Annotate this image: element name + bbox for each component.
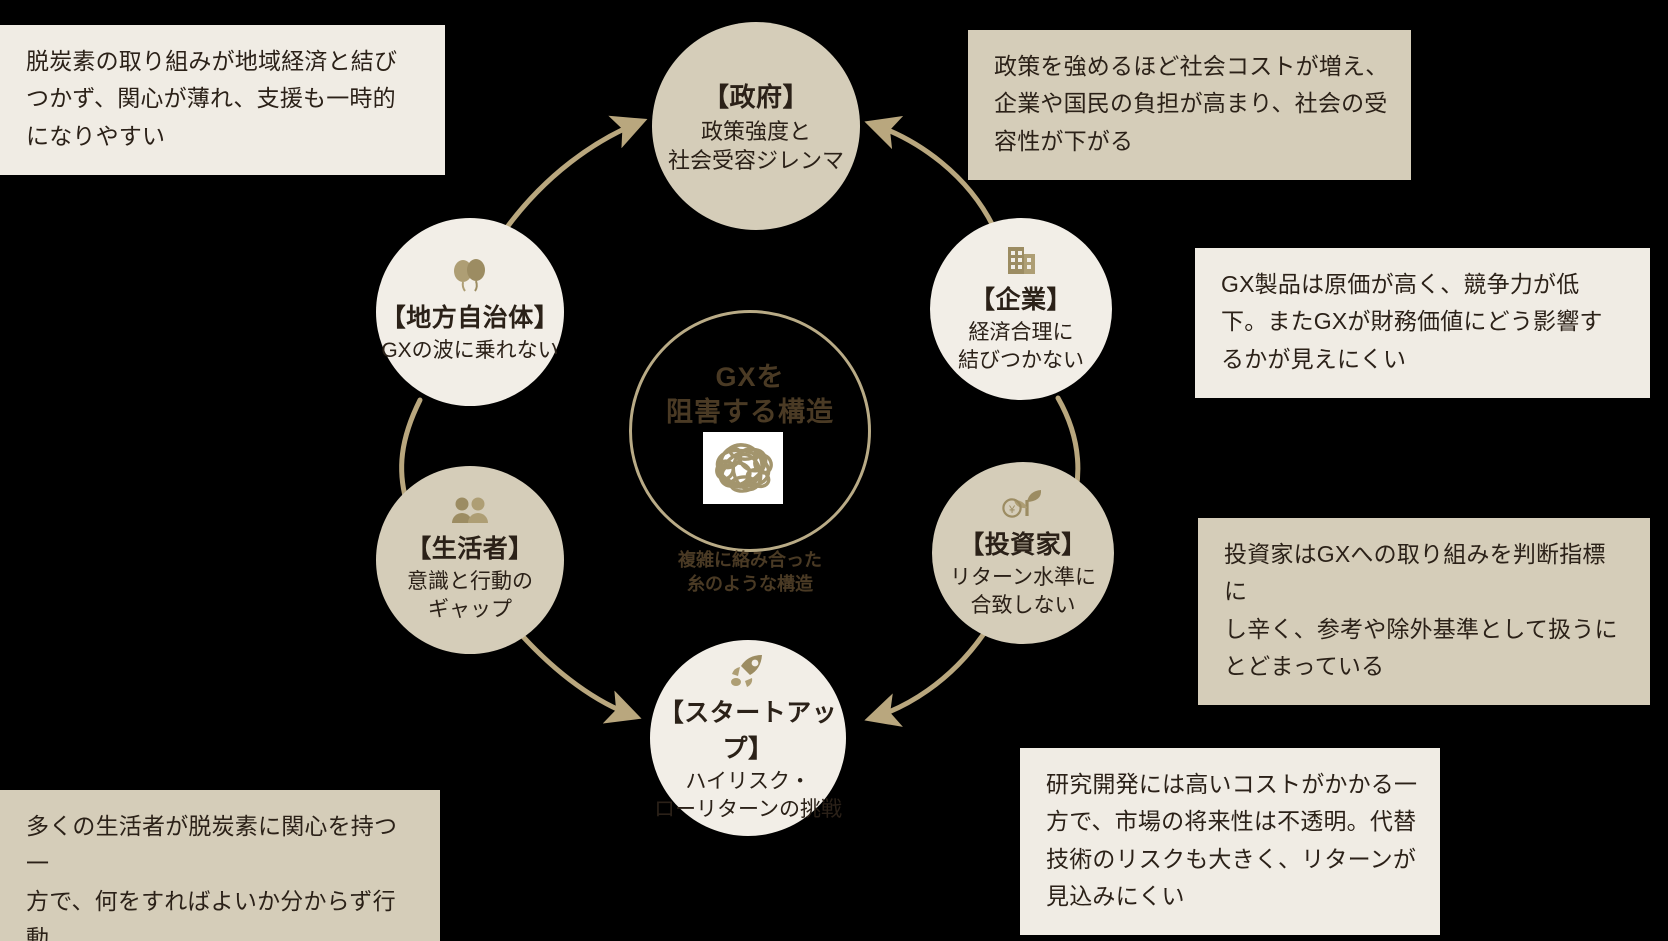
node-local-government[interactable]: 【地方自治体】 GXの波に乗れない: [376, 218, 564, 406]
arrow-local-to-consumer: [399, 397, 423, 503]
center-caption: 複雑に絡み合った 糸のような構造: [678, 550, 822, 595]
node-corporate-subtitle: 経済合理に 結びつかない: [958, 321, 1084, 372]
node-startup-title: 【スタートアップ】: [658, 699, 838, 764]
tangled-thread-ball-icon: [703, 432, 783, 504]
callout-consumer: 多くの生活者が脱炭素に関心を持つ一 方で、何をすればよいか分からず行動 に移しに…: [0, 790, 440, 941]
arrow-investor-to-startup: [864, 629, 988, 727]
node-local-government-subtitle: GXの波に乗れない: [381, 339, 559, 363]
node-government-subtitle: 政策強度と 社会受容ジレンマ: [667, 118, 844, 173]
node-investor[interactable]: ¥ 【投資家】 リターン水準に 合致しない: [932, 462, 1114, 644]
node-corporate-title: 【企業】: [969, 286, 1072, 315]
svg-text:¥: ¥: [1008, 504, 1016, 516]
node-startup-subtitle: ハイリスク・ ローリターンの挑戦: [654, 770, 842, 821]
node-consumer-title: 【生活者】: [406, 535, 534, 564]
node-consumer-subtitle: 意識と行動の ギャップ: [407, 570, 533, 621]
callout-corporate: GX製品は原価が高く、競争力が低 下。またGXが財務価値にどう影響す るかが見え…: [1195, 248, 1650, 398]
callout-government: 政策を強めるほど社会コストが増え、 企業や国民の負担が高まり、社会の受 容性が下…: [968, 30, 1411, 180]
callout-local-government: 脱炭素の取り組みが地域経済と結び つかず、関心が薄れ、支援も一時的 になりやすい: [0, 25, 445, 175]
node-investor-subtitle: リターン水準に 合致しない: [950, 566, 1096, 617]
office-building-icon: [1003, 243, 1039, 275]
arrow-corporate-to-government: [864, 115, 996, 229]
node-consumer[interactable]: 【生活者】 意識と行動の ギャップ: [376, 466, 564, 654]
callout-startup: 研究開発には高いコストがかかる一 方で、市場の将来性は不透明。代替 技術のリスク…: [1020, 748, 1440, 935]
callout-investor: 投資家はGXへの取り組みを判断指標に し辛く、参考や除外基準として扱うに とどま…: [1198, 518, 1650, 705]
rocket-icon: [728, 652, 768, 688]
arrow-local-to-government: [502, 115, 648, 233]
yen-sprout-icon: ¥: [1001, 486, 1045, 520]
node-government-title: 【政府】: [702, 81, 809, 112]
node-government[interactable]: 【政府】 政策強度と 社会受容ジレンマ: [652, 22, 860, 230]
center-title: GXを 阻害する構造: [666, 362, 834, 428]
balloons-icon: [450, 259, 490, 293]
node-startup[interactable]: 【スタートアップ】 ハイリスク・ ローリターンの挑戦: [650, 640, 846, 836]
node-local-government-title: 【地方自治体】: [380, 304, 560, 333]
arrow-consumer-to-startup: [507, 619, 642, 724]
center-ring: [629, 310, 871, 552]
people-icon: [449, 496, 491, 524]
node-investor-title: 【投資家】: [959, 531, 1087, 560]
node-corporate[interactable]: 【企業】 経済合理に 結びつかない: [930, 218, 1112, 400]
